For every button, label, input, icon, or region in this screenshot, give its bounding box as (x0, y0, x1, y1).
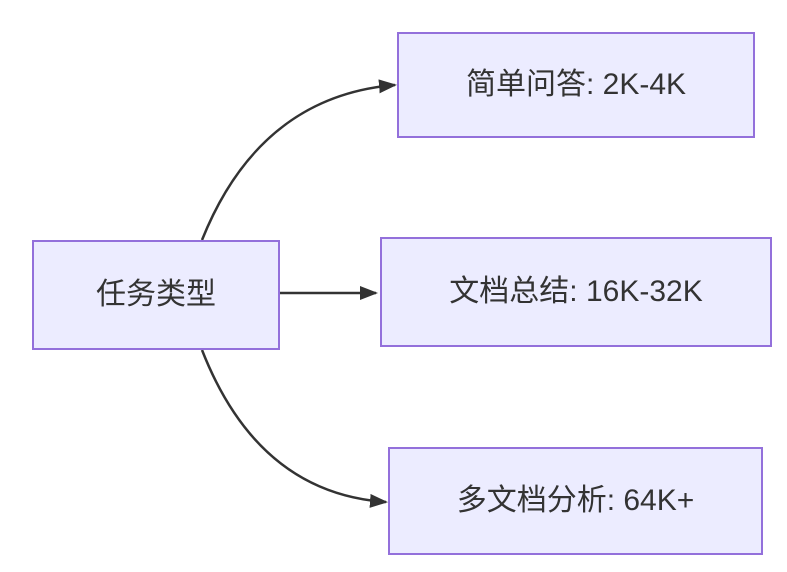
node-multidoc-analysis: 多文档分析: 64K+ (388, 447, 763, 555)
node-task-type: 任务类型 (32, 240, 280, 350)
node-simple-qa-label: 简单问答: 2K-4K (465, 68, 687, 101)
node-multidoc-analysis-label: 多文档分析: 64K+ (456, 484, 695, 517)
edge-root-to-simple-qa (200, 79, 397, 241)
node-simple-qa: 简单问答: 2K-4K (397, 32, 755, 138)
edge-root-to-multidoc-analysis (200, 349, 388, 508)
node-task-type-label: 任务类型 (96, 278, 216, 311)
node-doc-summary: 文档总结: 16K-32K (380, 237, 772, 347)
node-doc-summary-label: 文档总结: 16K-32K (449, 275, 703, 308)
